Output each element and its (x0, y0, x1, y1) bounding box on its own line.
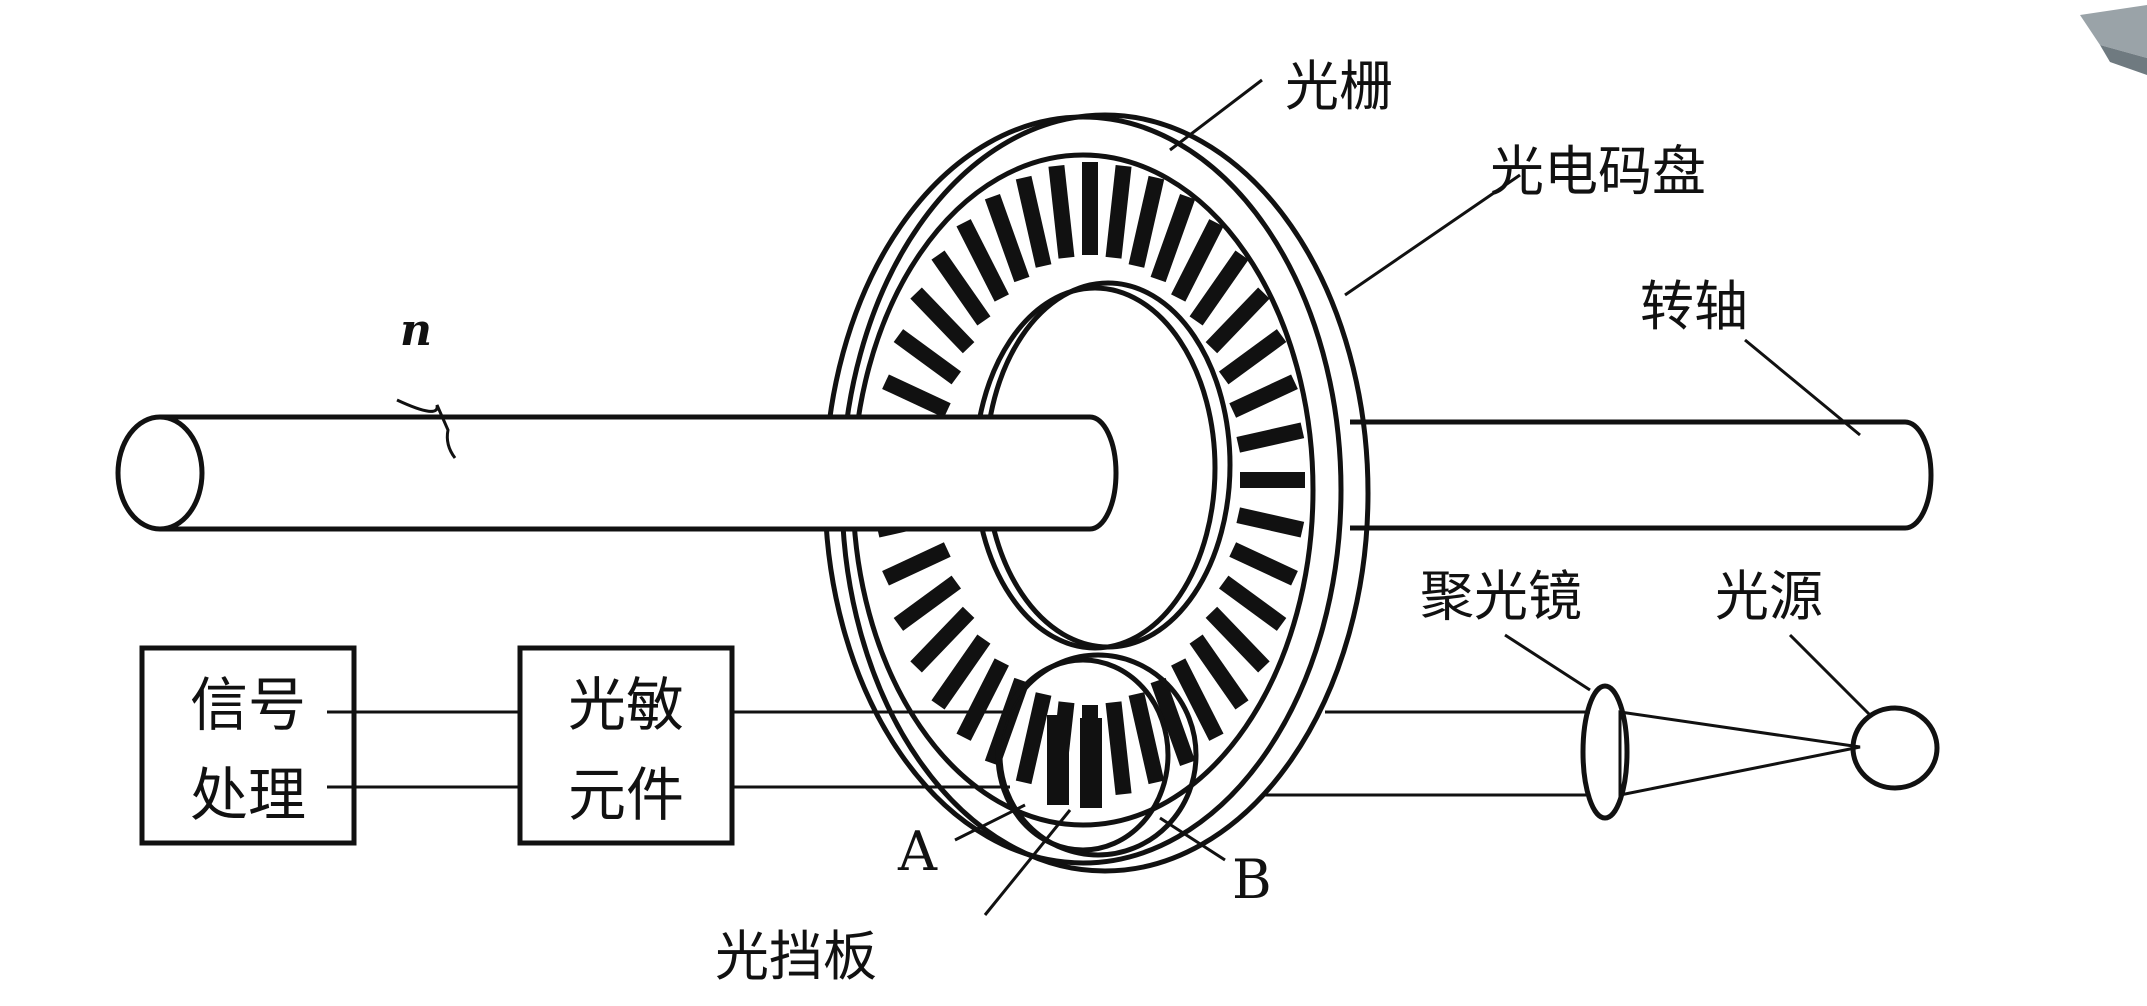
grating-slot (893, 329, 962, 385)
photosensitive-element-line1: 光敏 (568, 671, 684, 739)
grating-slot (1105, 165, 1132, 259)
speed-label: n (400, 305, 432, 356)
light-path (327, 710, 1861, 797)
grating-slot (1189, 250, 1249, 326)
leader-lines (954, 78, 1872, 916)
grating-slot (1189, 634, 1249, 710)
grating-slot (1171, 658, 1224, 741)
grating-slot (893, 575, 962, 631)
grating-slot (1218, 329, 1287, 385)
grating-slot (1229, 542, 1298, 586)
grating-slot (1171, 219, 1224, 302)
signal-processing-line1: 信号 (190, 671, 306, 739)
grating-slot (1218, 575, 1287, 631)
corner-mark-icon (2080, 5, 2147, 75)
signal-processing-box: 信号 处理 (139, 645, 357, 846)
grating-slot (882, 374, 951, 418)
grating-slot (1236, 422, 1305, 453)
grating-slot (1150, 194, 1196, 283)
grating-slot (1205, 287, 1270, 354)
light-source (1850, 705, 1940, 791)
grating-slot (1236, 507, 1305, 538)
grating-slot (956, 219, 1009, 302)
grating-slot (931, 250, 991, 326)
point-a-label: A (897, 820, 938, 883)
grating-slot (931, 634, 991, 710)
condenser-lens (1580, 683, 1630, 821)
grating-slot (1128, 692, 1165, 785)
photosensitive-element-line2: 元件 (568, 761, 684, 829)
grating-slot (1205, 606, 1270, 673)
grating-slot (910, 606, 975, 673)
shutter-bar-b (1080, 718, 1102, 808)
shaft-right (1350, 419, 1934, 531)
shaft-label: 转轴 (1640, 275, 1748, 338)
signal-processing-line2: 处理 (190, 761, 306, 829)
code-disc-label: 光电码盘 (1490, 140, 1706, 203)
condenser-label: 聚光镜 (1420, 565, 1582, 628)
grating-slot (1229, 374, 1298, 418)
grating-slot (956, 658, 1009, 741)
reading-head (995, 652, 1199, 858)
grating-slot (1150, 677, 1196, 766)
grating-slot (882, 542, 951, 586)
shaft-left (115, 414, 1119, 532)
grating-slot (984, 194, 1030, 283)
light-source-label: 光源 (1715, 565, 1823, 628)
shutter-label: 光挡板 (715, 925, 877, 988)
grating-slot (910, 287, 975, 354)
grating-slot (1048, 165, 1075, 259)
photosensitive-element-box: 光敏 元件 (517, 645, 735, 846)
grating-slot (1128, 175, 1165, 268)
point-b-label: B (1232, 848, 1272, 911)
grating-slot (1015, 692, 1052, 785)
grating-label: 光栅 (1285, 55, 1393, 118)
grating-slot (1105, 701, 1132, 795)
grating-slot (1015, 175, 1052, 268)
shutter-bar-a (1047, 715, 1069, 805)
speed-marker: n (396, 305, 457, 459)
